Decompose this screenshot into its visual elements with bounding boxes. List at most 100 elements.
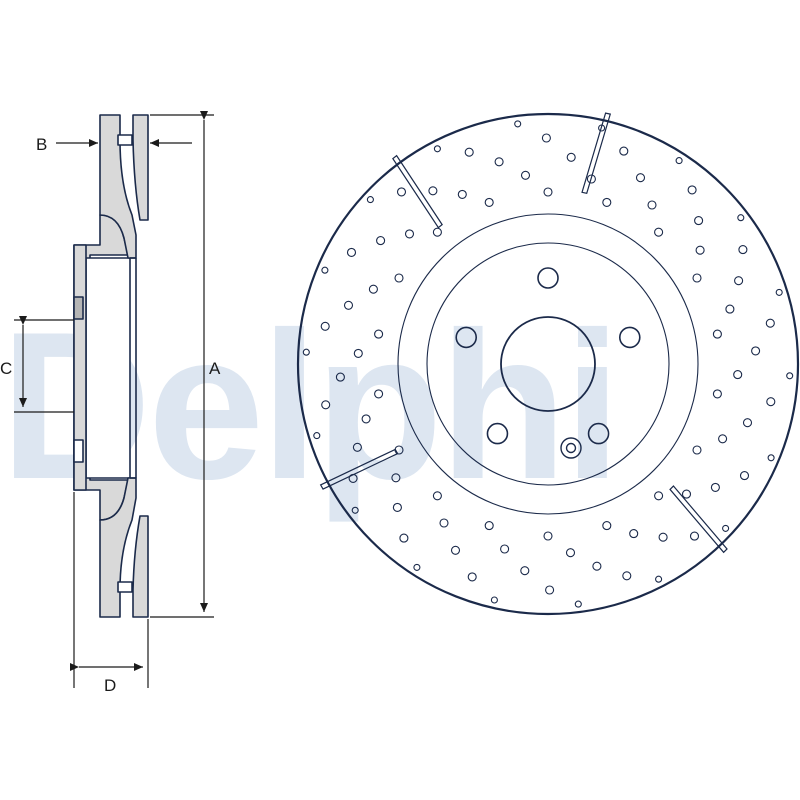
drill-hole (541, 133, 551, 143)
drill-hole (457, 189, 467, 199)
drill-hole (586, 174, 596, 184)
drill-hole (413, 563, 421, 571)
drill-hole (602, 521, 612, 531)
drill-hole (399, 533, 409, 543)
drill-hole (543, 187, 553, 197)
drill-hole (374, 329, 384, 339)
drill-hole (484, 521, 494, 531)
drill-hole (751, 346, 761, 356)
drilled-holes (302, 120, 794, 608)
drill-hole (432, 227, 442, 237)
drill-hole (346, 247, 357, 257)
dimension-label-a: A (209, 359, 221, 378)
drill-hole (404, 229, 415, 239)
drill-hole (598, 124, 606, 132)
drill-hole (767, 454, 775, 462)
slot (581, 112, 612, 195)
drill-hole (467, 572, 477, 582)
drill-hole (433, 145, 441, 153)
drill-hole (464, 147, 474, 157)
drill-hole (490, 596, 498, 604)
drill-hole (687, 185, 697, 195)
hat-edge (426, 242, 670, 486)
disc-side-section (73, 114, 149, 618)
drill-hole (348, 473, 358, 483)
drill-hole (710, 482, 720, 492)
drill-hole (343, 300, 354, 310)
drill-hole (622, 571, 632, 581)
drill-hole (725, 304, 735, 314)
drill-hole (366, 196, 374, 204)
drill-hole (545, 585, 555, 595)
drill-hole (374, 389, 384, 399)
drill-hole (368, 284, 378, 294)
drill-hole (313, 432, 321, 440)
drill-hole (738, 245, 748, 255)
drill-hole (654, 491, 664, 501)
drill-hole (543, 531, 553, 541)
drill-hole (520, 170, 531, 180)
drill-hole (394, 445, 404, 455)
drill-hole (428, 186, 438, 196)
drill-hole (629, 529, 639, 539)
drill-hole (500, 544, 510, 554)
drill-hole (654, 227, 664, 237)
cooling-slots (319, 112, 728, 554)
drill-hole (675, 157, 683, 165)
drill-hole (734, 276, 744, 286)
drill-hole (450, 545, 461, 555)
dimension-label-d: D (104, 676, 116, 695)
bolt-hole (486, 422, 509, 445)
slot (669, 485, 728, 554)
slot (319, 448, 399, 490)
drill-hole (353, 348, 363, 358)
disc-outer-edge (296, 112, 800, 616)
drill-hole (376, 236, 386, 246)
drill-hole (574, 600, 582, 608)
drill-hole (635, 173, 646, 183)
drill-hole (352, 442, 362, 452)
drill-hole (320, 321, 330, 331)
dimension-lines (14, 111, 214, 688)
drill-hole (302, 348, 310, 356)
dimension-label-b: B (36, 135, 47, 154)
drill-hole (602, 197, 612, 207)
drill-hole (765, 318, 775, 328)
wheel-bolt-holes (455, 267, 641, 445)
drill-hole (712, 329, 722, 339)
locating-screw-hole (560, 437, 582, 459)
drill-hole (775, 288, 783, 296)
drill-hole (514, 120, 522, 128)
drill-hole (692, 273, 702, 283)
center-bore (500, 316, 596, 412)
bolt-hole (537, 267, 559, 289)
drill-hole (647, 200, 657, 210)
drill-hole (655, 575, 663, 583)
drill-hole (335, 372, 345, 382)
drill-hole (494, 157, 504, 167)
drill-hole (737, 214, 745, 222)
dimension-label-c: C (0, 359, 12, 378)
drill-hole (565, 548, 576, 558)
drill-hole (681, 489, 692, 499)
drill-hole (361, 414, 371, 424)
drill-hole (619, 146, 629, 156)
drill-hole (658, 532, 668, 542)
bolt-hole (587, 422, 610, 445)
drill-hole (391, 473, 401, 483)
drill-hole (566, 152, 576, 162)
friction-ring-inner-edge (397, 213, 699, 515)
drill-hole (321, 266, 329, 274)
drill-hole (592, 561, 602, 571)
drill-hole (692, 445, 702, 455)
drill-hole (718, 434, 728, 444)
drill-hole (766, 397, 776, 407)
drill-hole (786, 372, 794, 380)
drill-hole (396, 187, 407, 197)
drill-hole (689, 531, 700, 541)
drill-hole (520, 566, 530, 576)
drill-hole (432, 491, 442, 501)
drill-hole (484, 197, 494, 207)
disc-front-view (296, 112, 800, 616)
